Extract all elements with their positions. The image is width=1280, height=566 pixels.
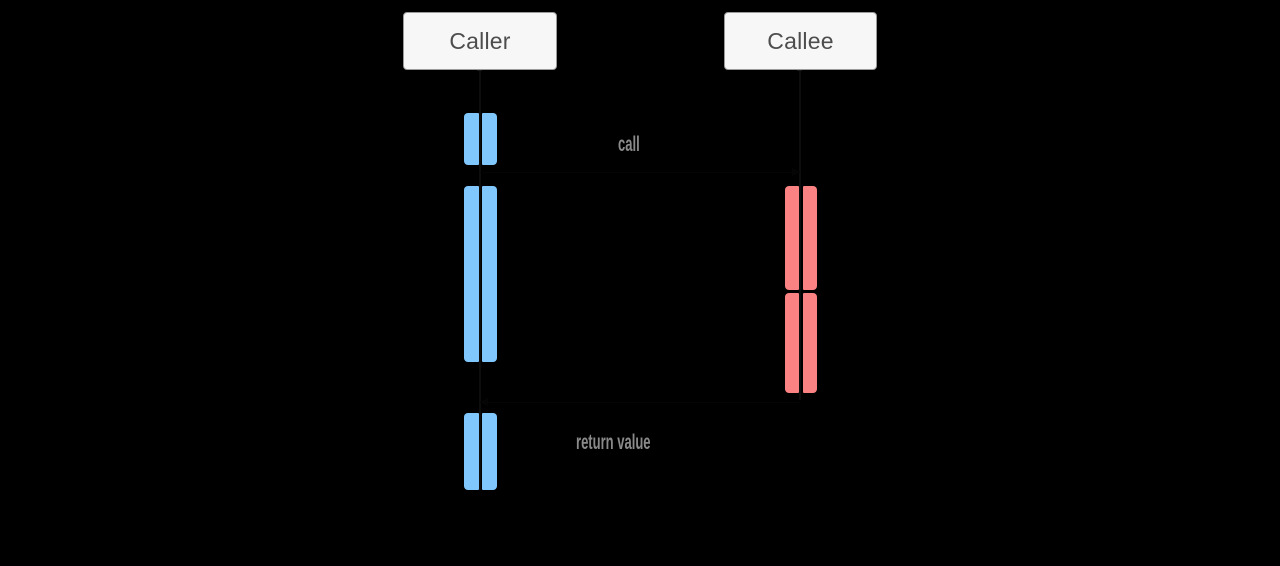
message-line-call (480, 172, 800, 173)
activation-bar-caller-3[interactable] (464, 413, 497, 490)
activation-half-left (464, 413, 479, 490)
activation-half-right (482, 186, 497, 362)
activation-half-right (482, 113, 497, 165)
activation-half-right (803, 293, 817, 393)
activation-bar-callee-1[interactable] (785, 186, 817, 290)
message-label-call: call (618, 133, 640, 156)
activation-half-left (464, 113, 479, 165)
activation-half-right (803, 186, 817, 290)
message-line-return-value (480, 402, 800, 403)
activation-half-left (785, 186, 799, 290)
participant-box-callee[interactable]: Callee (724, 12, 877, 70)
participant-label-caller: Caller (449, 27, 511, 54)
activation-half-left (785, 293, 799, 393)
activation-bar-caller-2[interactable] (464, 186, 497, 362)
participant-box-caller[interactable]: Caller (403, 12, 557, 70)
participant-label-callee: Callee (767, 27, 834, 54)
activation-bar-caller-1[interactable] (464, 113, 497, 165)
message-arrowhead-return-value (480, 398, 488, 406)
activation-bar-callee-2[interactable] (785, 293, 817, 393)
message-arrowhead-call (792, 168, 800, 176)
lifeline-callee (799, 70, 801, 400)
activation-half-right (482, 413, 497, 490)
activation-half-left (464, 186, 479, 362)
message-label-return-value: return value (576, 431, 651, 454)
lifeline-caller (479, 70, 481, 490)
